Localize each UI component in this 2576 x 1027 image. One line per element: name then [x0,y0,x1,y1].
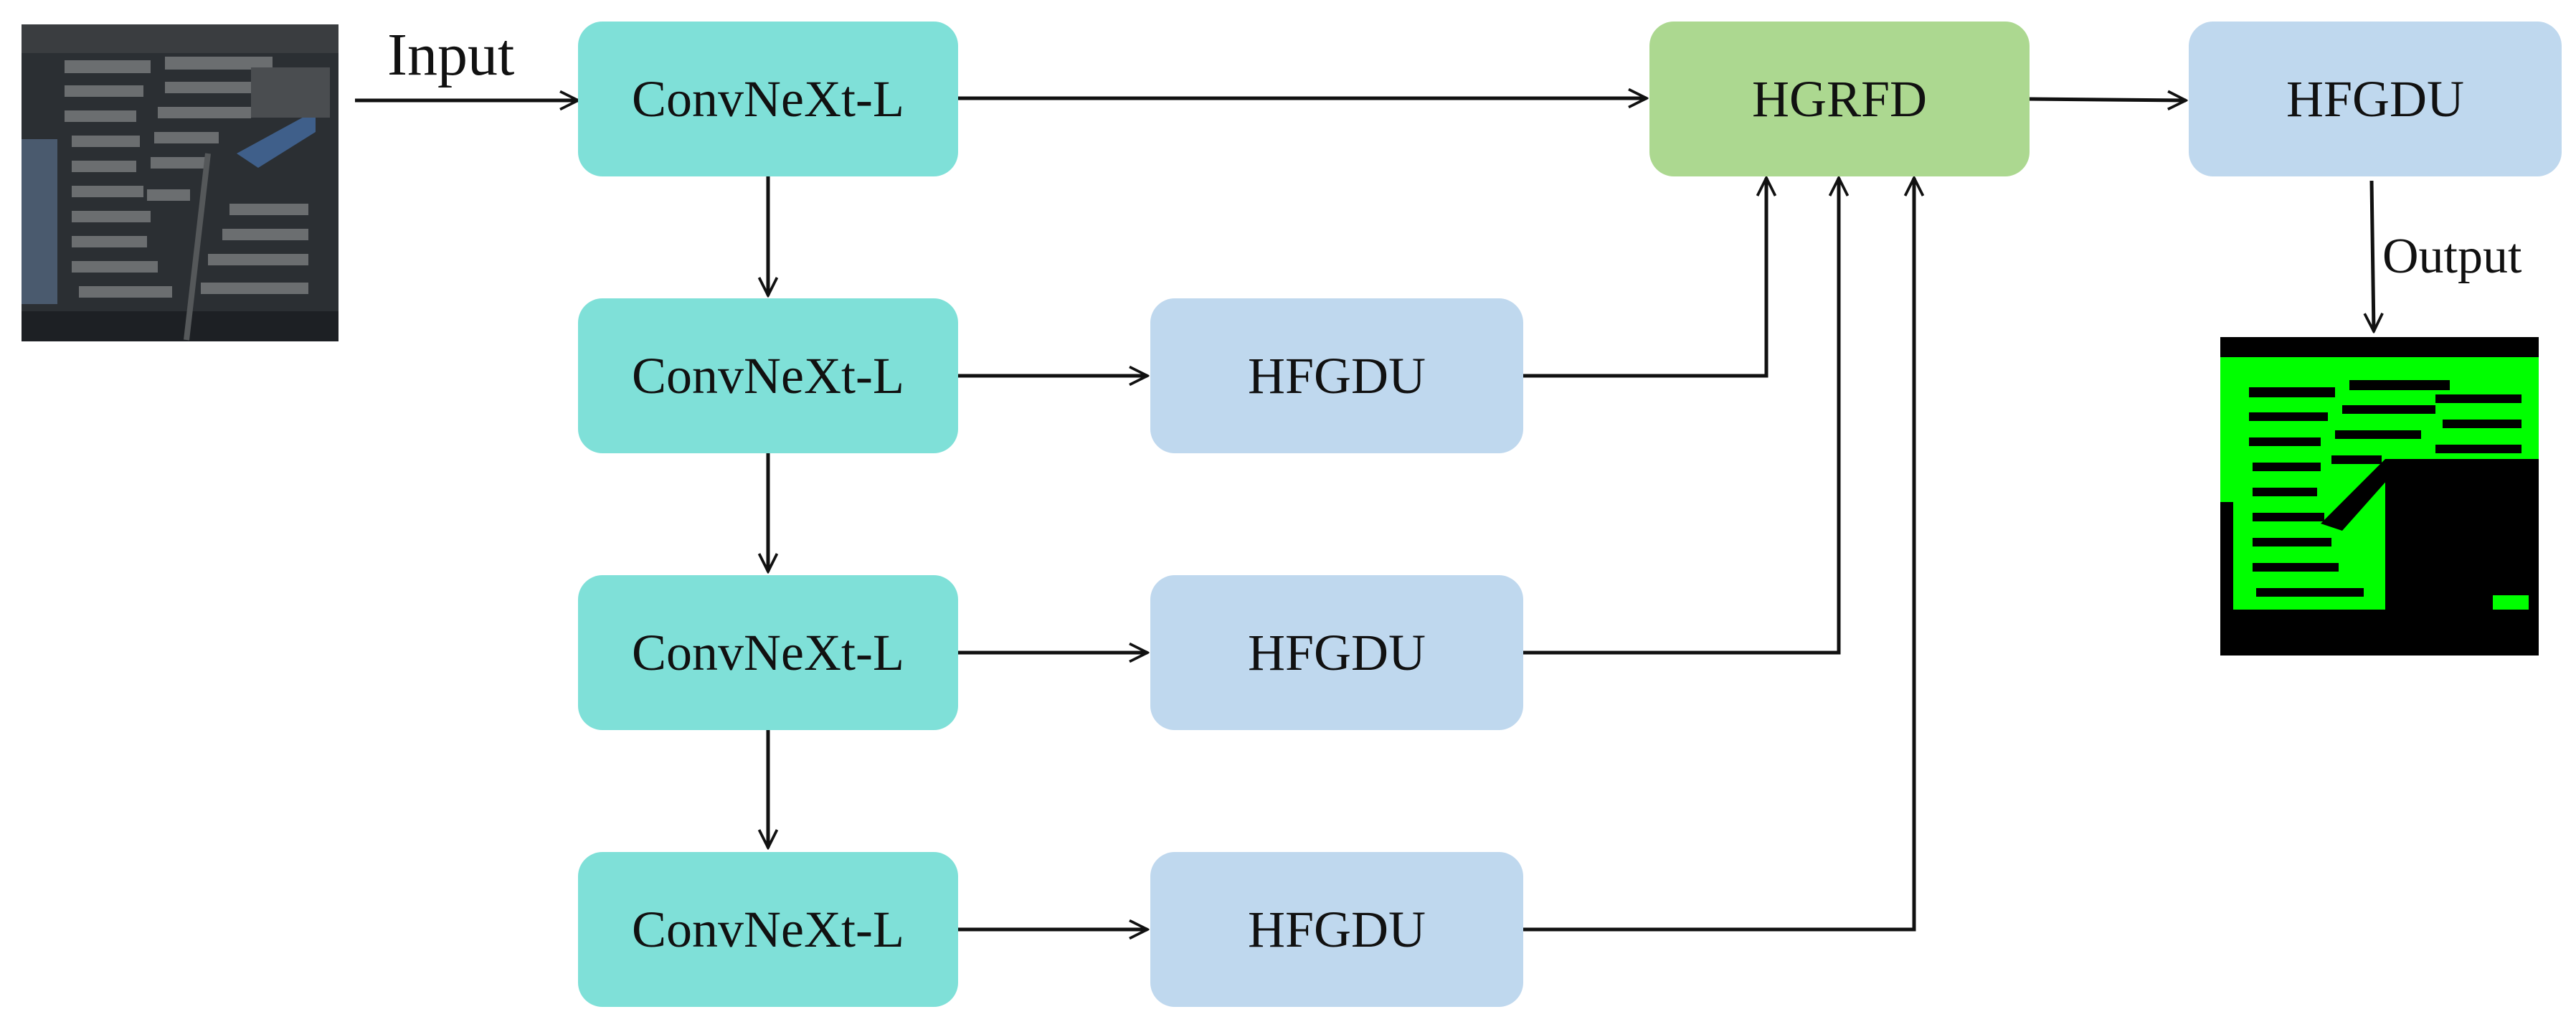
backbone-stage-3: ConvNeXt-L [578,575,958,730]
side-decoder-1: HFGDU [1150,298,1523,453]
arrow-decoder3-fusion [1523,178,1914,932]
side-decoder-3: HFGDU [1150,852,1523,1007]
backbone-stage-4: ConvNeXt-L [578,852,958,1007]
arrow-output [2372,180,2374,331]
final-decoder: HFGDU [2189,22,2562,176]
input-aerial-image [22,24,338,341]
backbone-stage-2: ConvNeXt-L [578,298,958,453]
side-decoder-2: HFGDU [1150,575,1523,730]
backbone-stage-1: ConvNeXt-L [578,22,958,176]
fusion-module: HGRFD [1649,22,2030,176]
arrow-decoder1-fusion [1523,178,1766,378]
output-label: Output [2382,229,2522,284]
input-label: Input [387,22,515,88]
output-segmentation-mask [2220,337,2539,656]
arrow-fusion-decoder [2028,99,2186,100]
arrow-decoder2-fusion [1523,178,1839,655]
